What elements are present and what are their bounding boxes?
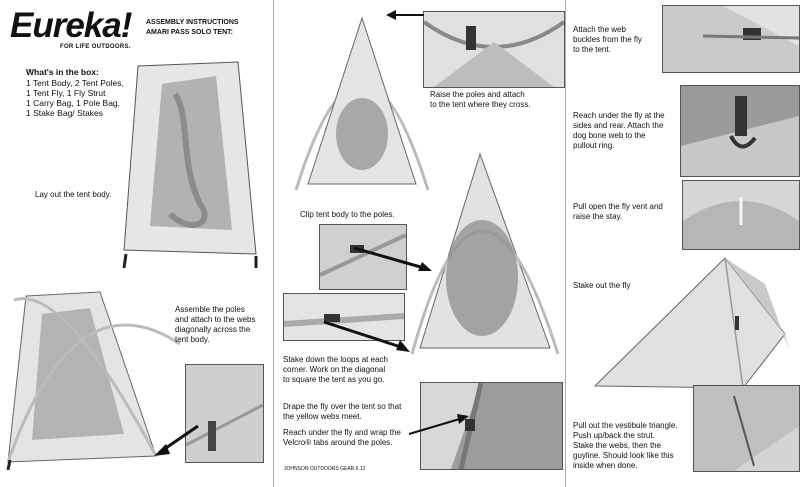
clip-photo bbox=[319, 224, 407, 290]
brand-tagline: FOR LIFE OUTDOORS. bbox=[60, 44, 131, 50]
stake-loop-photo bbox=[283, 293, 405, 341]
pointer-arrow bbox=[320, 318, 412, 354]
caption-line: Stake down the loops at each bbox=[283, 355, 388, 364]
caption-line: corner. Work on the diagonal bbox=[283, 365, 386, 374]
eureka-logo: Eureka! bbox=[10, 6, 132, 45]
pointer-arrow bbox=[150, 420, 200, 460]
staked-fly-illustration bbox=[575, 254, 797, 392]
vestibule-photo bbox=[693, 385, 800, 472]
caption-stake-loops: Stake down the loops at each corner. Wor… bbox=[283, 355, 388, 385]
title-line: ASSEMBLY INSTRUCTIONS bbox=[146, 19, 239, 26]
box-contents-line: 1 Stake Bag/ Stakes bbox=[26, 108, 104, 118]
caption-vestibule: Pull out the vestibule triangle. Push up… bbox=[573, 421, 678, 471]
caption-line: Stake the webs, then the bbox=[573, 441, 662, 450]
page-title: ASSEMBLY INSTRUCTIONS AMARI PASS SOLO TE… bbox=[146, 18, 239, 38]
caption-line: buckles from the fly bbox=[573, 35, 642, 44]
caption-line: pullout ring. bbox=[573, 141, 615, 150]
pointer-arrow bbox=[350, 244, 434, 274]
caption-line: raise the stay. bbox=[573, 212, 623, 221]
column-divider bbox=[273, 0, 274, 487]
caption-line: to the tent. bbox=[573, 45, 611, 54]
pointer-arrow bbox=[384, 8, 424, 22]
caption-velcro: Reach under the fly and wrap the Velcro®… bbox=[283, 428, 401, 448]
caption-line: to square the tent as you go. bbox=[283, 375, 385, 384]
caption-clip: Clip tent body to the poles. bbox=[300, 210, 395, 219]
box-contents-line: 1 Carry Bag, 1 Pole Bag, bbox=[26, 98, 121, 108]
pole-assembly-illustration bbox=[4, 284, 180, 470]
caption-line: guyline. Should look like this bbox=[573, 451, 674, 460]
caption-lay-out: Lay out the tent body. bbox=[35, 190, 112, 199]
tent-body-illustration bbox=[120, 54, 260, 274]
column-divider bbox=[565, 0, 566, 487]
caption-line: tent body. bbox=[175, 335, 210, 344]
clipped-tent-illustration bbox=[410, 148, 560, 358]
caption-attach-buckles: Attach the web buckles from the fly to t… bbox=[573, 25, 642, 55]
footer-credit: JOHNSON OUTDOORS GEAR 6.12 bbox=[284, 466, 366, 472]
caption-line: the yellow webs meet. bbox=[283, 412, 362, 421]
caption-line: Attach the web bbox=[573, 25, 626, 34]
dog-bone-web-photo bbox=[680, 85, 800, 177]
caption-line: diagonally across the bbox=[175, 325, 251, 334]
caption-line: Assemble the poles bbox=[175, 305, 245, 314]
caption-line: and attach to the webs bbox=[175, 315, 256, 324]
caption-stake-fly: Stake out the fly bbox=[573, 281, 631, 290]
caption-reach-under: Reach under the fly at the sides and rea… bbox=[573, 111, 665, 151]
caption-line: Drape the fly over the tent so that bbox=[283, 402, 402, 411]
web-attach-photo bbox=[185, 364, 264, 463]
caption-assemble: Assemble the poles and attach to the web… bbox=[175, 305, 256, 345]
caption-line: Push up/back the strut. bbox=[573, 431, 655, 440]
caption-drape: Drape the fly over the tent so that the … bbox=[283, 402, 401, 422]
caption-line: dog bone web to the bbox=[573, 131, 646, 140]
caption-line: inside when done. bbox=[573, 461, 638, 470]
box-contents-heading: What's in the box: bbox=[26, 67, 99, 77]
pointer-arrow bbox=[405, 412, 471, 438]
pole-cross-photo bbox=[423, 11, 565, 88]
caption-line: Velcro® tabs around the poles. bbox=[283, 438, 393, 447]
caption-line: sides and rear. Attach the bbox=[573, 121, 664, 130]
raised-tent-illustration bbox=[286, 8, 438, 198]
fly-vent-photo bbox=[682, 180, 800, 250]
caption-line: Pull open the fly vent and bbox=[573, 202, 663, 211]
title-line: AMARI PASS SOLO TENT: bbox=[146, 29, 233, 36]
velcro-photo bbox=[420, 382, 563, 470]
caption-line: Reach under the fly and wrap the bbox=[283, 428, 401, 437]
caption-vent: Pull open the fly vent and raise the sta… bbox=[573, 202, 663, 222]
box-contents-line: 1 Tent Body, 2 Tent Poles, bbox=[26, 78, 124, 88]
caption-raise: Raise the poles and attach to the tent w… bbox=[430, 90, 531, 110]
buckle-photo bbox=[662, 5, 800, 73]
box-contents-line: 1 Tent Fly, 1 Fly Strut bbox=[26, 88, 106, 98]
caption-line: to the tent where they cross. bbox=[430, 100, 531, 109]
caption-line: Raise the poles and attach bbox=[430, 90, 525, 99]
caption-line: Pull out the vestibule triangle. bbox=[573, 421, 678, 430]
caption-line: Reach under the fly at the bbox=[573, 111, 665, 120]
